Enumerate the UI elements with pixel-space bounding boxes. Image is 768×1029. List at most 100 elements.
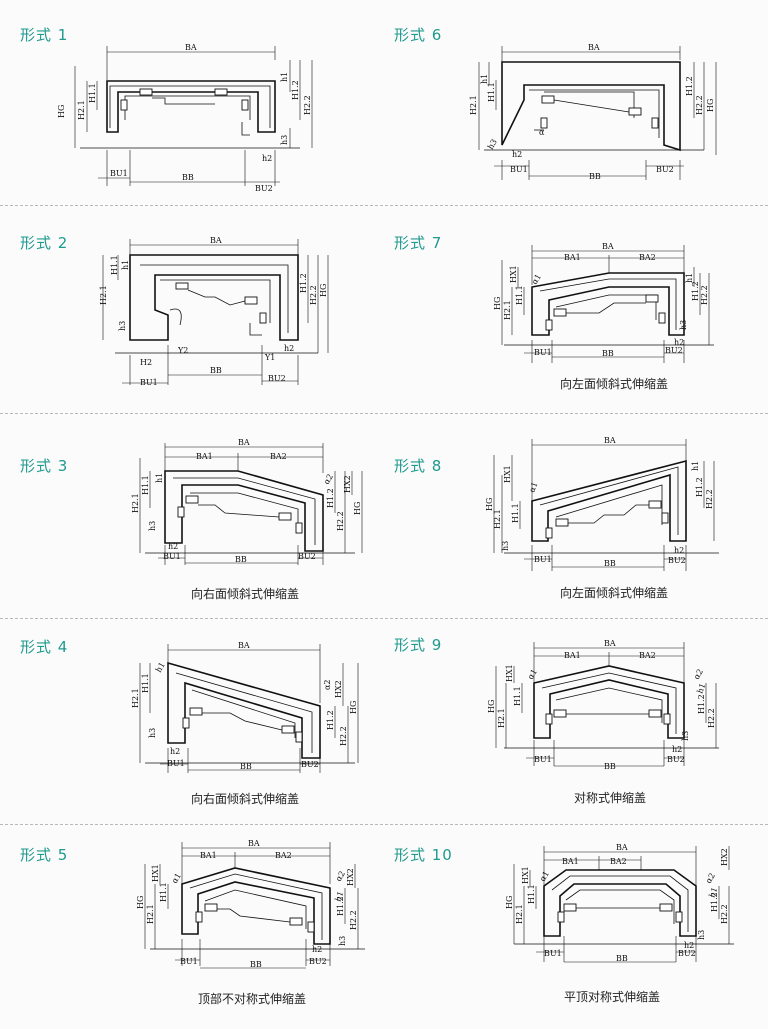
dim-hx1: HX1 bbox=[151, 864, 160, 882]
dim-alpha1: α1 bbox=[527, 481, 539, 494]
dim-hx1: HX1 bbox=[521, 866, 530, 884]
dim-h2-2: H2.2 bbox=[303, 95, 312, 115]
form-title: 形式 7 bbox=[394, 234, 443, 252]
dim-bu2: BU2 bbox=[668, 556, 686, 565]
dim-h1: h1 bbox=[691, 461, 700, 471]
dim-h2-2: H2.2 bbox=[700, 285, 709, 305]
dim-ba: BA bbox=[185, 43, 197, 52]
form-caption: 向右面倾斜式伸缩盖 bbox=[190, 587, 299, 601]
dim-h1-2: H1.2 bbox=[691, 281, 700, 301]
dim-h1-1: H1.1 bbox=[511, 503, 520, 523]
dim-h1-2: H1.2 bbox=[326, 488, 335, 508]
dim-bu1: BU1 bbox=[544, 949, 562, 958]
dim-bu1: BU1 bbox=[110, 169, 128, 178]
dim-h2: h2 bbox=[262, 154, 272, 163]
dim-h1-1: H1.1 bbox=[141, 673, 150, 693]
form-8-panel: 形式 8 向左面倾斜式伸缩盖 BA HG H2.1 HX1 H1.1 α1 h3… bbox=[384, 413, 768, 618]
dim-h2-1: H2.1 bbox=[493, 509, 502, 529]
dim-hx2: HX2 bbox=[720, 848, 729, 866]
dim-h1-1: H1.1 bbox=[110, 255, 119, 275]
dim-h3: h3 bbox=[681, 731, 690, 741]
dim-hg: HG bbox=[706, 99, 715, 112]
dim-h1-1: H1.1 bbox=[515, 285, 524, 305]
dim-hg: HG bbox=[349, 701, 358, 714]
dim-h2-1: H2.1 bbox=[99, 285, 108, 305]
dim-h2: h2 bbox=[312, 945, 322, 954]
dim-h3: h3 bbox=[697, 930, 706, 940]
dim-bu1: BU1 bbox=[534, 348, 552, 357]
dim-h2-2: H2.2 bbox=[720, 904, 729, 924]
dim-h1: h1 bbox=[333, 890, 345, 903]
dim-bu1: BU1 bbox=[140, 378, 158, 387]
dim-ba1: BA1 bbox=[564, 651, 581, 660]
dim-bu2: BU2 bbox=[309, 957, 327, 966]
dim-ba2: BA2 bbox=[275, 851, 292, 860]
dim-h2: h2 bbox=[674, 546, 684, 555]
dim-y1: Y1 bbox=[264, 353, 275, 362]
form-caption: 顶部不对称式伸缩盖 bbox=[197, 992, 306, 1006]
dim-h1-1: H1.1 bbox=[88, 83, 97, 103]
dim-bb: BB bbox=[240, 762, 252, 771]
dim-h1: h1 bbox=[480, 74, 489, 84]
dim-hg: HG bbox=[487, 700, 496, 713]
row-separator bbox=[0, 205, 768, 206]
dim-h1-2: H1.2 bbox=[336, 896, 345, 916]
dim-alpha1: α1 bbox=[538, 869, 551, 883]
dim-h3: h3 bbox=[338, 936, 347, 946]
dim-h2-1: H2.1 bbox=[503, 300, 512, 320]
form-title: 形式 10 bbox=[394, 846, 453, 864]
form-title: 形式 6 bbox=[394, 26, 443, 44]
dim-bb: BB bbox=[604, 762, 616, 771]
dim-bu1: BU1 bbox=[510, 165, 528, 174]
form-title: 形式 4 bbox=[20, 638, 69, 656]
row-separator bbox=[0, 824, 768, 825]
dim-h1: h1 bbox=[154, 661, 167, 674]
dim-h2-1: H2.1 bbox=[146, 904, 155, 924]
dim-h2-2: H2.2 bbox=[705, 489, 714, 509]
dim-h1: h1 bbox=[121, 260, 130, 270]
dim-hg: HG bbox=[319, 284, 328, 297]
dim-alpha2: α2 bbox=[323, 680, 332, 691]
dim-h2-2: H2.2 bbox=[339, 726, 348, 746]
form-caption: 向左面倾斜式伸缩盖 bbox=[559, 586, 668, 600]
form-title: 形式 8 bbox=[394, 457, 443, 475]
dim-ba: BA bbox=[588, 43, 600, 52]
dim-h1: h1 bbox=[695, 682, 707, 695]
dim-hg: HG bbox=[493, 297, 502, 310]
dim-h1-2: H1.2 bbox=[710, 892, 719, 912]
dim-h1-1: H1.1 bbox=[487, 82, 496, 102]
dim-ba2: BA2 bbox=[270, 452, 287, 461]
form-caption: 向右面倾斜式伸缩盖 bbox=[190, 792, 299, 806]
dim-h2: h2 bbox=[170, 747, 180, 756]
dim-bb: BB bbox=[182, 173, 194, 182]
dim-ba1: BA1 bbox=[200, 851, 217, 860]
form-4-panel: 形式 4 向右面倾斜式伸缩盖 BA H2.1 H1.1 h1 h3 α2 H1.… bbox=[0, 618, 384, 823]
dim-bu2: BU2 bbox=[665, 346, 683, 355]
dim-bu1: BU1 bbox=[180, 957, 198, 966]
dim-ba: BA bbox=[602, 242, 614, 251]
dim-h2: h2 bbox=[284, 344, 294, 353]
dim-bu2: BU2 bbox=[678, 949, 696, 958]
form-caption: 向左面倾斜式伸缩盖 bbox=[559, 377, 668, 391]
dim-ba: BA bbox=[238, 641, 250, 650]
dim-h1-1: H1.1 bbox=[513, 686, 522, 706]
dim-bb: BB bbox=[235, 555, 247, 564]
dim-bb: BB bbox=[210, 366, 222, 375]
dim-alpha: α bbox=[539, 128, 545, 137]
dim-h2: h2 bbox=[684, 941, 694, 950]
form-1-diagram: BA HG H2.1 H1.1 h1 H1.2 H2.2 h3 h2 BU1 B… bbox=[57, 43, 313, 193]
form-4-diagram: BA H2.1 H1.1 h1 h3 α2 H1.2 HX2 H2.2 HG h… bbox=[131, 641, 359, 773]
form-title: 形式 1 bbox=[20, 26, 69, 44]
form-8-diagram: BA HG H2.1 HX1 H1.1 α1 h3 h1 H1.2 H2.2 h… bbox=[485, 436, 719, 571]
dim-h2-2: H2.2 bbox=[336, 511, 345, 531]
dim-bu2: BU2 bbox=[255, 184, 273, 193]
dim-bu2: BU2 bbox=[656, 165, 674, 174]
dim-ba1: BA1 bbox=[196, 452, 213, 461]
dim-h3: h3 bbox=[486, 138, 499, 151]
dim-h3: h3 bbox=[148, 728, 157, 738]
dim-alpha2: α2 bbox=[692, 667, 705, 681]
